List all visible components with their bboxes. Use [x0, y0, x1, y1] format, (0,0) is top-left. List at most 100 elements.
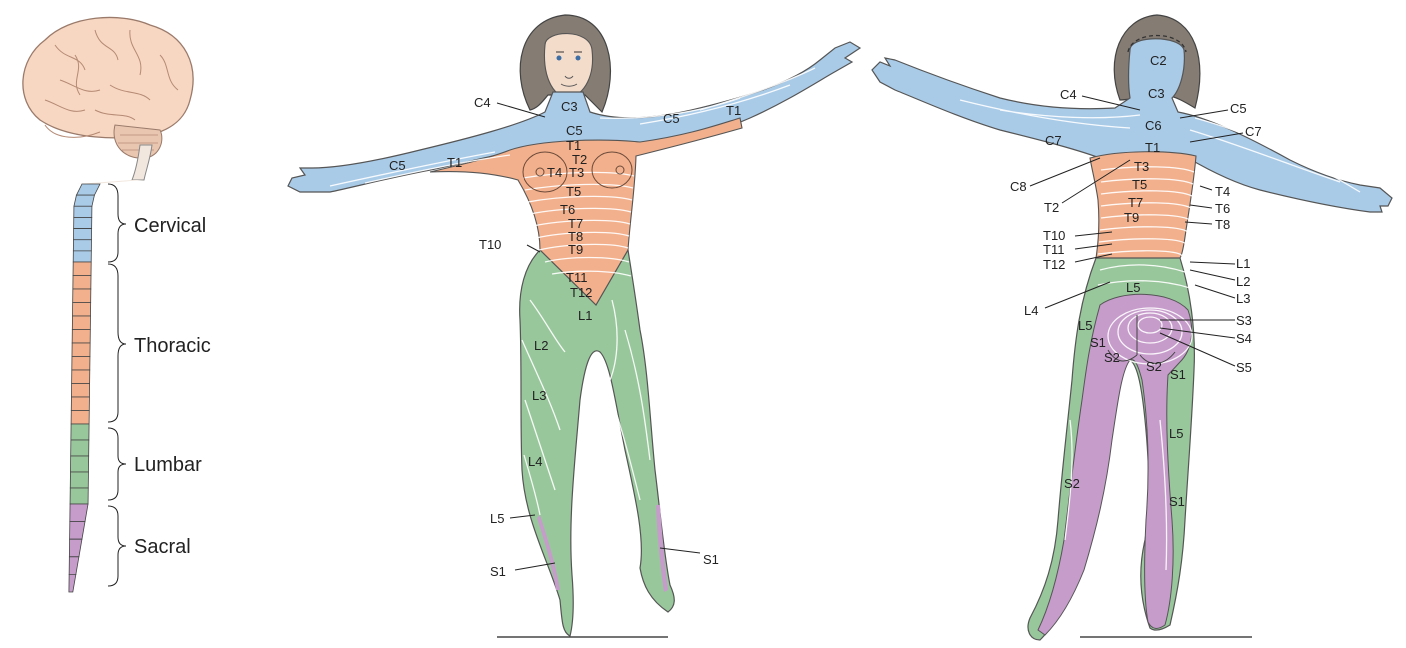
spinal-segment-sacral [69, 503, 89, 522]
front-label: L1 [578, 308, 592, 323]
region-braces: Cervical Thoracic Lumbar Sacral [107, 183, 211, 587]
spinal-segment-sacral [68, 556, 80, 575]
spinal-segment-lumbar [70, 455, 90, 473]
front-label: T12 [570, 285, 592, 300]
front-label: T7 [568, 216, 583, 231]
back-label: S1 [1170, 367, 1186, 382]
spinal-segment-thoracic [70, 410, 90, 425]
back-sacral-zone [1037, 293, 1193, 636]
spinal-segment-lumbar [70, 439, 90, 457]
region-label-lumbar: Lumbar [134, 454, 202, 476]
front-label: S1 [703, 552, 719, 567]
front-view-figure: C4 C3 C5 C5 T1 C5 T1 T1 T2 T4 T3 T5 T6 T… [287, 14, 862, 638]
region-label-cervical: Cervical [134, 215, 206, 237]
back-label: C6 [1145, 118, 1162, 133]
spinal-segment-cervical [73, 194, 95, 207]
back-label: T4 [1215, 184, 1230, 199]
back-label: C8 [1010, 179, 1027, 194]
front-label: C3 [561, 99, 578, 114]
cervical-brace [107, 183, 127, 263]
back-label: T8 [1215, 217, 1230, 232]
front-face [543, 33, 594, 99]
back-label: C4 [1060, 87, 1077, 102]
back-label: S2 [1064, 476, 1080, 491]
back-view-figure: C2 C4 C3 C5 C6 C7 C7 T1 C8 T3 T2 T5 T4 T… [871, 14, 1393, 641]
sacral-brace [107, 505, 127, 587]
spinal-segment-lumbar [70, 423, 90, 441]
spinal-segment-thoracic [71, 383, 91, 398]
spinal-segment-thoracic [71, 342, 91, 357]
spinal-cord [68, 180, 144, 593]
front-label: L4 [528, 454, 542, 469]
back-label: S1 [1169, 494, 1185, 509]
back-label: C3 [1148, 86, 1165, 101]
back-label: T6 [1215, 201, 1230, 216]
back-label: L5 [1078, 318, 1092, 333]
front-label: T10 [479, 237, 501, 252]
spinal-segment-thoracic [72, 302, 92, 317]
back-label: L2 [1236, 274, 1250, 289]
front-sacral-left [537, 515, 560, 590]
back-label: T1 [1145, 140, 1160, 155]
front-lumbar-zone [519, 248, 675, 637]
front-label: L5 [490, 511, 504, 526]
back-label: T11 [1043, 242, 1064, 257]
front-label: T8 [568, 229, 583, 244]
thoracic-brace [107, 263, 127, 423]
spinal-segment-cervical [73, 217, 93, 229]
spinal-segment-sacral [68, 538, 83, 558]
spinal-segment-cervical [72, 239, 92, 252]
front-label: T1 [726, 103, 741, 118]
back-cervical-zone [871, 38, 1393, 213]
front-dermatome-labels: C4 C3 C5 C5 T1 C5 T1 T1 T2 T4 T3 T5 T6 T… [389, 95, 741, 579]
front-left-eye [556, 55, 562, 61]
lumbar-brace [107, 427, 127, 501]
back-label: C7 [1045, 133, 1062, 148]
back-label: S2 [1146, 359, 1162, 374]
front-label: T1 [566, 138, 581, 153]
front-right-eye [575, 55, 581, 61]
front-label: C5 [663, 111, 680, 126]
back-label: S2 [1104, 350, 1120, 365]
front-label: C5 [566, 123, 583, 138]
spinal-segment-cervical [73, 228, 93, 241]
spinal-segment-thoracic [71, 315, 91, 330]
front-label: C5 [389, 158, 406, 173]
back-label: T7 [1128, 195, 1143, 210]
front-label: T11 [566, 270, 587, 285]
spinal-segment-thoracic [71, 369, 91, 384]
back-label: C7 [1245, 124, 1262, 139]
front-label: T5 [566, 184, 581, 199]
front-label: C4 [474, 95, 491, 110]
back-label: C5 [1230, 101, 1247, 116]
front-label: L3 [532, 388, 546, 403]
front-label: T2 [572, 152, 587, 167]
nervous-system-panel: Cervical Thoracic Lumbar Sacral [22, 16, 211, 593]
back-label: C2 [1150, 53, 1167, 68]
front-label: T1 [447, 155, 462, 170]
spinal-segment-thoracic [71, 329, 91, 344]
spinal-segment-thoracic [71, 356, 91, 371]
back-label: L5 [1126, 280, 1140, 295]
back-label: T5 [1132, 177, 1147, 192]
back-label: T12 [1043, 257, 1065, 272]
spinal-segment-thoracic [70, 396, 90, 411]
back-label: T2 [1044, 200, 1059, 215]
back-label: L1 [1236, 256, 1250, 271]
region-label-sacral: Sacral [134, 536, 191, 558]
brain-illustration [22, 16, 194, 181]
back-label: S5 [1236, 360, 1252, 375]
spinal-segment-cervical [75, 183, 101, 196]
sacral-concentric-lines [1107, 307, 1193, 365]
back-label: L4 [1024, 303, 1038, 318]
front-label: T9 [568, 242, 583, 257]
back-label: L3 [1236, 291, 1250, 306]
front-label: L2 [534, 338, 548, 353]
front-label: T4 [547, 165, 562, 180]
cord-upper [78, 180, 144, 184]
spinal-segment-sacral [69, 521, 86, 540]
back-label: L5 [1169, 426, 1183, 441]
spinal-segment-thoracic [72, 261, 92, 276]
back-label: S3 [1236, 313, 1252, 328]
region-label-thoracic: Thoracic [134, 335, 211, 357]
